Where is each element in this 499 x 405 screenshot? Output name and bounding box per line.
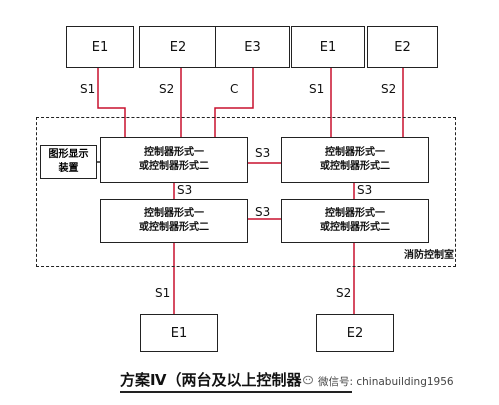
device-e2-top-right: E2 (367, 26, 438, 68)
bus-label-right: S3 (357, 183, 373, 197)
caption-text: 方案Ⅳ（两台及以上控制器 (120, 371, 302, 389)
device-e1-top-right: E1 (291, 26, 365, 68)
signal-s2-left: S2 (159, 82, 175, 96)
caption-underline (120, 391, 352, 393)
controller-line2: 或控制器形式二 (139, 222, 209, 233)
signal-c: C (230, 82, 239, 96)
graphic-display-line1: 图形显示 (48, 149, 89, 160)
line-e3-c (214, 68, 254, 137)
device-e1-bottom: E1 (140, 314, 218, 352)
controller-line2: 或控制器形式二 (320, 222, 390, 233)
controller-line2: 或控制器形式二 (320, 161, 390, 172)
controller-bottom-right: 控制器形式一 或控制器形式二 (281, 199, 429, 243)
controller-line1: 控制器形式一 (325, 208, 385, 219)
bus-label-left: S3 (177, 183, 193, 197)
device-e3-top: E3 (215, 26, 290, 68)
controller-line2: 或控制器形式二 (139, 161, 209, 172)
device-e2-bottom: E2 (316, 314, 394, 352)
signal-s1-right: S1 (309, 82, 325, 96)
line-e1-left (97, 68, 126, 137)
controller-line1: 控制器形式一 (144, 147, 204, 158)
controller-line1: 控制器形式一 (144, 208, 204, 219)
signal-s2-bottom: S2 (336, 286, 352, 300)
fire-control-room (36, 117, 456, 267)
graphic-display-line2: 装置 (58, 163, 79, 174)
signal-s2-right: S2 (381, 82, 397, 96)
room-label: 消防控制室 (404, 250, 454, 261)
graphic-display-device: 图形显示 装置 (40, 145, 97, 179)
controller-top-left: 控制器形式一 或控制器形式二 (100, 137, 248, 183)
controller-line1: 控制器形式一 (325, 147, 385, 158)
controller-bottom-left: 控制器形式一 或控制器形式二 (100, 199, 248, 243)
bus-label-bottom: S3 (255, 205, 271, 219)
device-e1-top-left: E1 (66, 26, 134, 68)
bus-label-top: S3 (255, 146, 271, 160)
signal-s1-bottom: S1 (155, 286, 171, 300)
wechat-icon (303, 375, 313, 385)
controller-top-right: 控制器形式一 或控制器形式二 (281, 137, 429, 183)
device-e2-top-left: E2 (139, 26, 217, 68)
signal-s1-left: S1 (80, 82, 96, 96)
diagram-caption: 方案Ⅳ（两台及以上控制器 (120, 369, 352, 393)
watermark-text: 微信号: chinabuilding1956 (318, 376, 454, 388)
